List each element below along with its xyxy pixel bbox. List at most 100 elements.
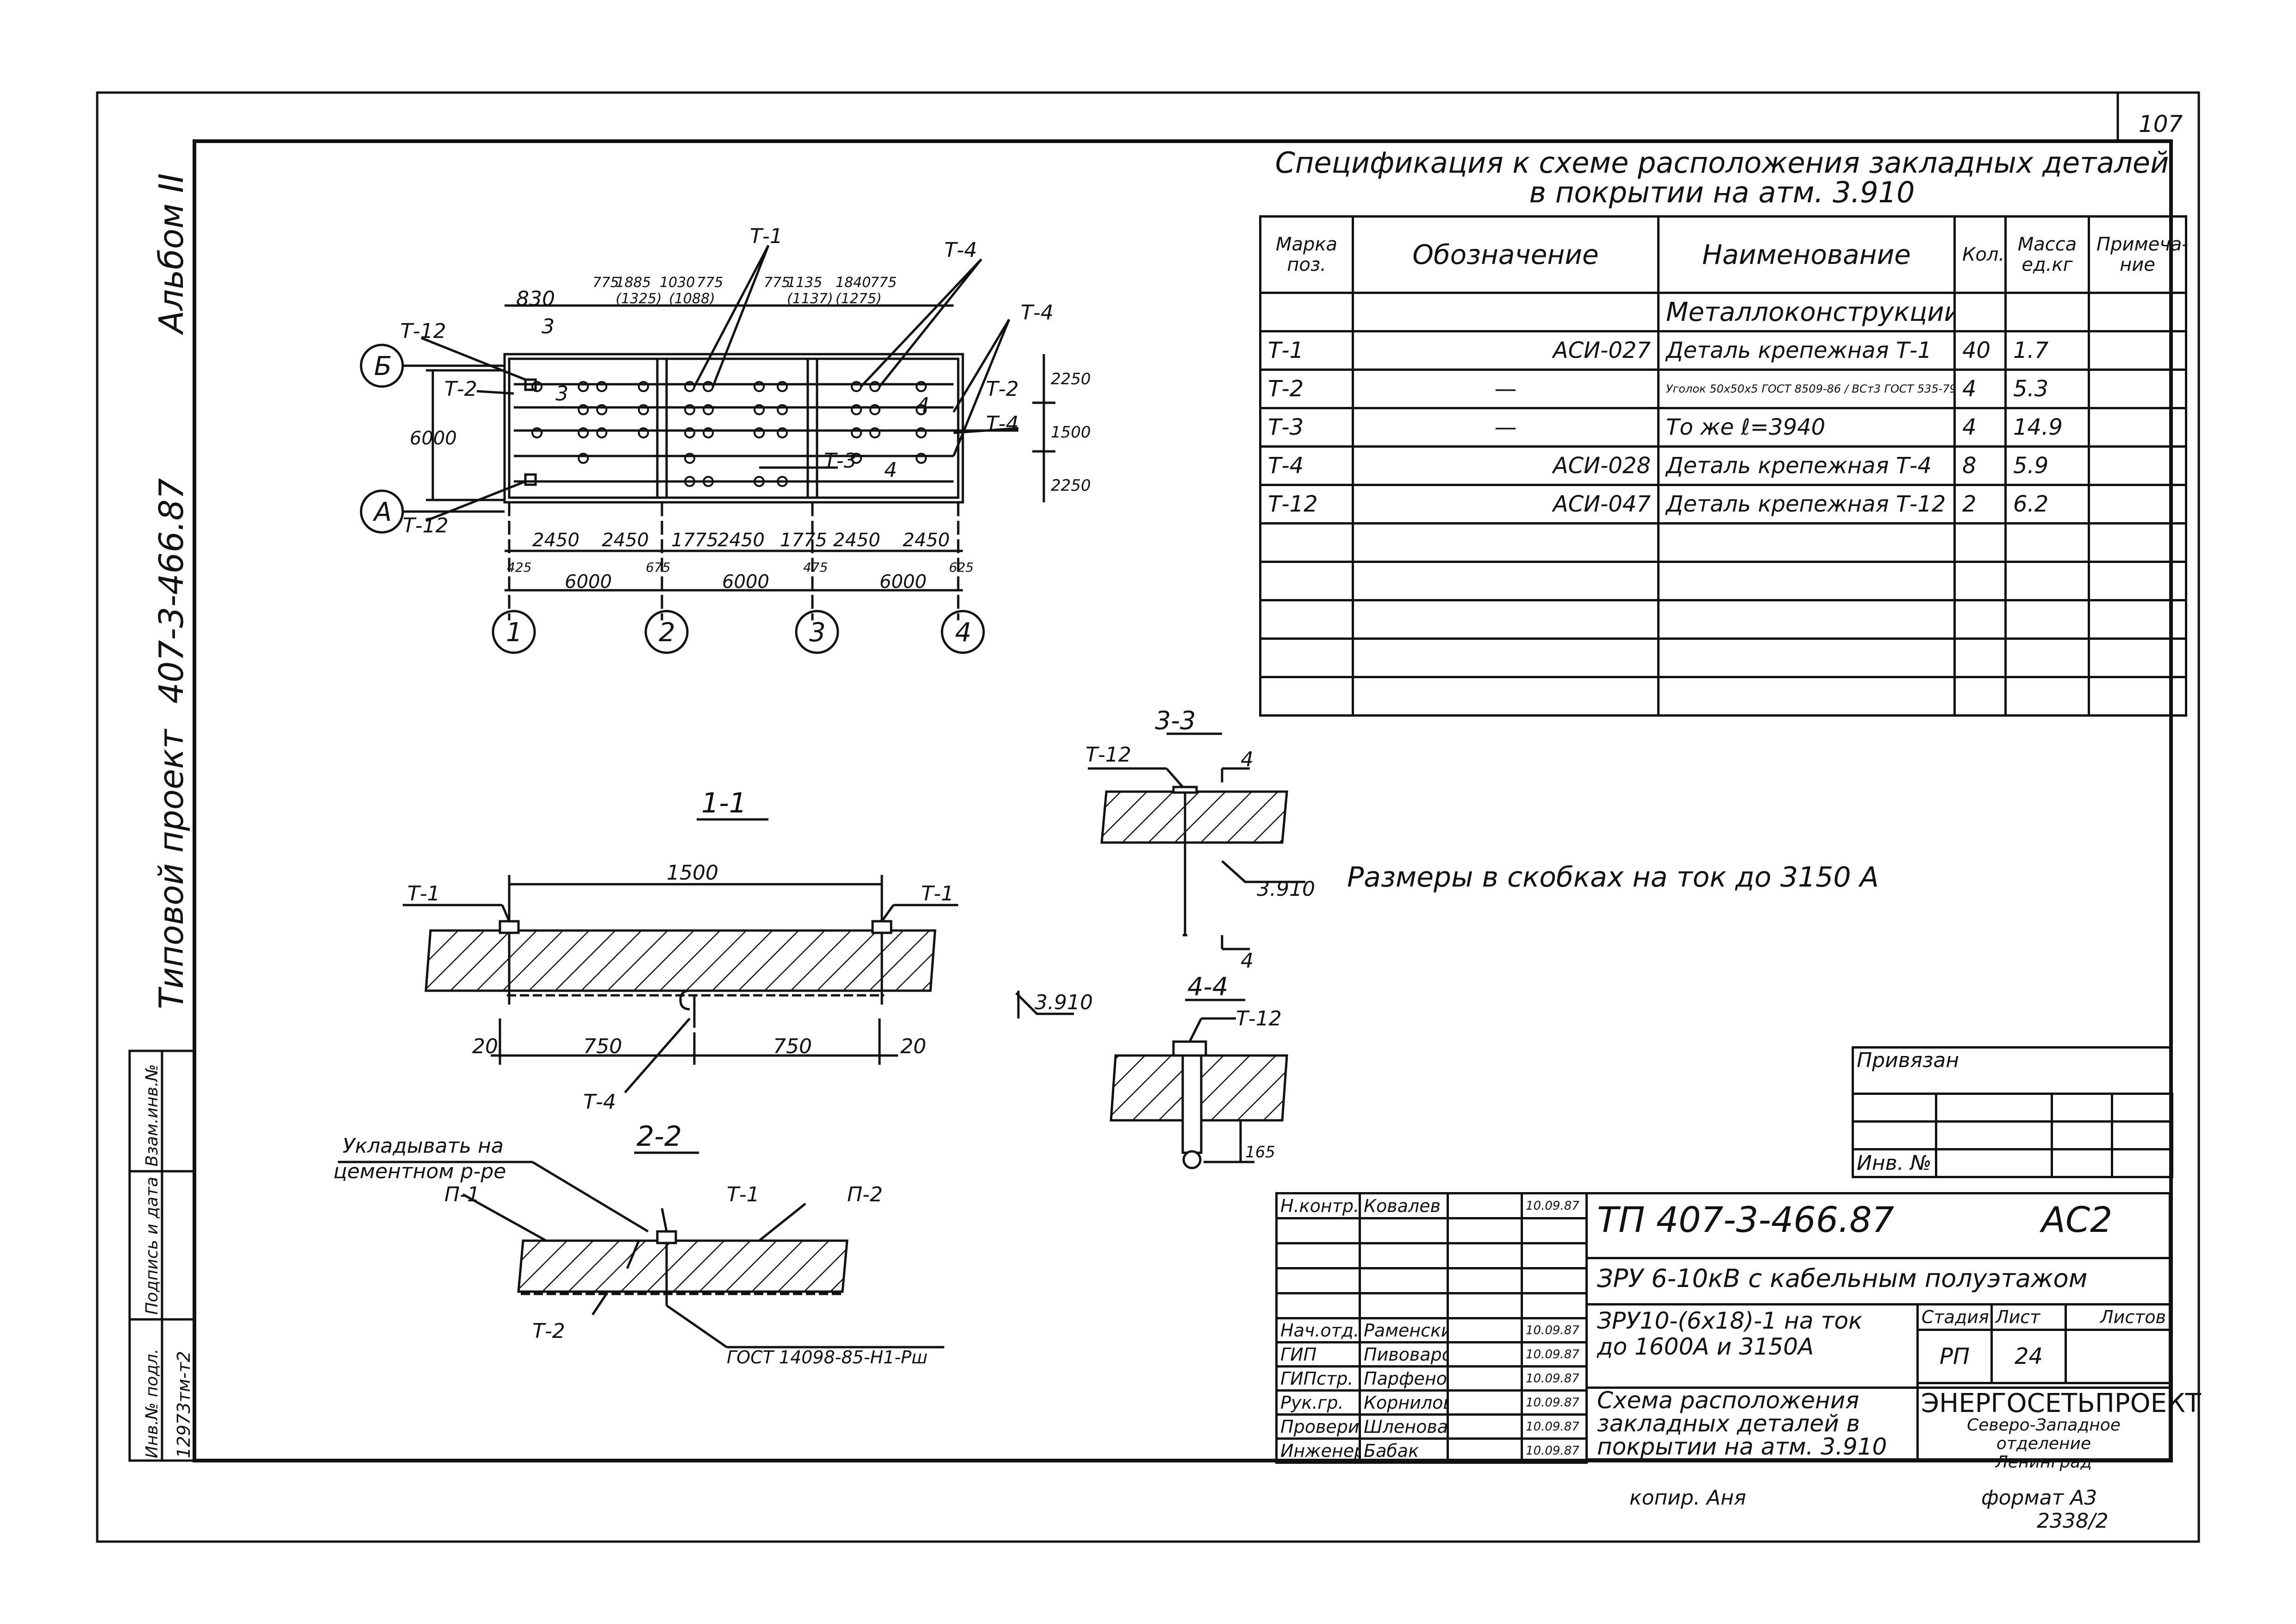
side-album: Альбом II [152,173,191,335]
section-3-3-cut: 4 [1241,949,1254,973]
plan-dim-top: 830 [516,287,555,311]
table-row [1259,599,2187,640]
section-1-1 [403,818,1074,1093]
plan-label-t4: Т-4 [944,238,977,262]
table-row: Т-12 АСИ-047 Деталь крепежная Т-12 2 6.2 [1259,484,2187,525]
spec-cell-mass: 5.3 [2004,369,2090,409]
footer-copied: копир. Аня [1629,1486,1746,1510]
title-object: ЗРУ 6-10кВ с кабельным полуэтажом [1597,1264,2088,1293]
plan-label-t12: Т-12 [400,319,446,343]
axis-label-4: 4 [955,618,972,648]
spec-cell-note [2088,369,2187,409]
section-1-1-dim-bottom: 750 [583,1035,622,1058]
sheet-label: Лист [1990,1303,2067,1331]
section-2-2-label-t1: Т-1 [727,1183,760,1206]
section-1-1-label-t4: Т-4 [583,1090,616,1114]
spec-cell-name: То же ℓ=3940 [1657,407,1956,448]
section-3-3-label: Т-12 [1086,743,1131,767]
section-2-2-note: цементном р-ре [333,1160,506,1183]
table-row [1259,676,2187,717]
section-2-2-label-p2: П-2 [847,1183,883,1206]
section-3-3-level: 3.910 [1257,877,1315,901]
title-sheet-code: АС2 [2041,1199,2113,1240]
plan-dim-top: (1275) [836,291,882,307]
spec-cell-name: Деталь крепежная Т-1 [1657,330,1956,371]
signature-role: ГИП [1275,1341,1361,1368]
plan-dim: 2450 [718,530,765,551]
signature-sign [1447,1365,1523,1392]
signature-name: Бабак [1359,1437,1449,1464]
signature-name: Пивоваров [1359,1341,1449,1368]
plan-label-t1: Т-1 [750,225,783,248]
section-2-2-note: Укладывать на [343,1134,504,1158]
spec-cell-designation: — [1352,369,1660,409]
plan-dim-edge: 475 [803,560,828,575]
spec-cell-name: Уголок 50х50х5 ГОСТ 8509-86 / ВСт3 ГОСТ … [1657,369,1956,409]
spec-cell-designation: АСИ-027 [1352,330,1660,371]
signature-role: ГИПстр. [1275,1365,1361,1392]
spec-cell-mark: Т-1 [1259,330,1354,371]
spec-cell-mass: 6.2 [2004,484,2090,525]
spec-cell-qty: 2 [1953,484,2007,525]
spec-cell-note [2088,330,2187,371]
plan-dim: 2450 [833,530,880,551]
plan-dim-top: (1325) [616,291,662,307]
plan-dim: 2450 [903,530,950,551]
plan-dim-top: 775 [697,275,723,291]
axis-label-3: 3 [809,618,826,648]
privyazan-label: Привязан [1851,1046,2172,1095]
section-1-1-title: 1-1 [701,787,747,819]
plan-label-t4: Т-4 [1021,301,1054,325]
table-row: Проверил Шленова 10.09.87 [1275,1413,1588,1440]
plan-label-t12: Т-12 [403,514,449,537]
side-stamp-signature: Подпись и дата [143,1177,162,1315]
title-drawing-name: Схема расположения закладных деталей в п… [1597,1387,1887,1460]
plan-dim-edge: 625 [949,560,973,575]
title-code: ТП 407-3-466.87 [1597,1199,1894,1240]
stage-label: Стадия [1916,1303,1993,1331]
section-4-4-title: 4-4 [1187,972,1228,1001]
section-4-4-label: Т-12 [1236,1007,1282,1031]
spec-header-row: Марка поз. Обозначение Наименование Кол.… [1259,215,2187,294]
sheets-label: Листов [2065,1303,2171,1331]
table-row: ГИП Пивоваров 10.09.87 [1275,1341,1588,1368]
plan-dim-right: 1500 [1051,423,1091,442]
signature-date: 10.09.87 [1521,1317,1588,1343]
plan-cut-label: 3 [555,382,568,406]
plan-dim-top: 1135 [787,275,822,291]
spec-cell-note [2088,445,2187,486]
plan-dim-left: 6000 [410,428,457,449]
spec-table: Марка поз. Обозначение Наименование Кол.… [1259,215,2187,717]
table-row: Рук.гр. Корнилова 10.09.87 [1275,1389,1588,1416]
sheet-value: 24 [1990,1329,2067,1384]
section-4-4 [1110,999,1288,1169]
stage-table: Стадия Лист Листов РП 24 [1916,1303,2171,1384]
plan-dim: 2450 [532,530,580,551]
signature-sign [1447,1341,1523,1368]
section-3-3 [1088,732,1305,950]
table-row: ГИПстр. Парфенов 10.09.87 [1275,1365,1588,1392]
table-row: Т-2 — Уголок 50х50х5 ГОСТ 8509-86 / ВСт3… [1259,369,2187,409]
table-row: Инженер Бабак 10.09.87 [1275,1437,1588,1464]
spec-cell-name: Деталь крепежная Т-12 [1657,484,1956,525]
spec-cell-designation: АСИ-047 [1352,484,1660,525]
table-row: Нач.отд. Раменский 10.09.87 [1275,1317,1588,1343]
table-row: Т-1 АСИ-027 Деталь крепежная Т-1 40 1.7 [1259,330,2187,371]
table-row [1259,522,2187,563]
plan-dim-top: 1840 [836,275,871,291]
spec-cell-mass: 1.7 [2004,330,2090,371]
plan-dim-span: 6000 [565,571,612,593]
plan-dim-top: (1137) [787,291,833,307]
org-name: ЭНЕРГОСЕТЬПРОЕКТ Северо-Западное отделен… [1921,1388,2202,1472]
spec-cell-note [2088,407,2187,448]
side-project-code: 407-3-466.87 [152,478,191,704]
signature-sign [1447,1389,1523,1416]
axis-label-2: 2 [659,618,675,648]
spec-cell-qty: 4 [1953,369,2007,409]
plan-dim-top: 775 [870,275,897,291]
signature-role: Нач.отд. [1275,1317,1361,1343]
spec-cell-name: Деталь крепежная Т-4 [1657,445,1956,486]
stage-value: РП [1916,1329,1993,1384]
spec-cell-mass: 14.9 [2004,407,2090,448]
